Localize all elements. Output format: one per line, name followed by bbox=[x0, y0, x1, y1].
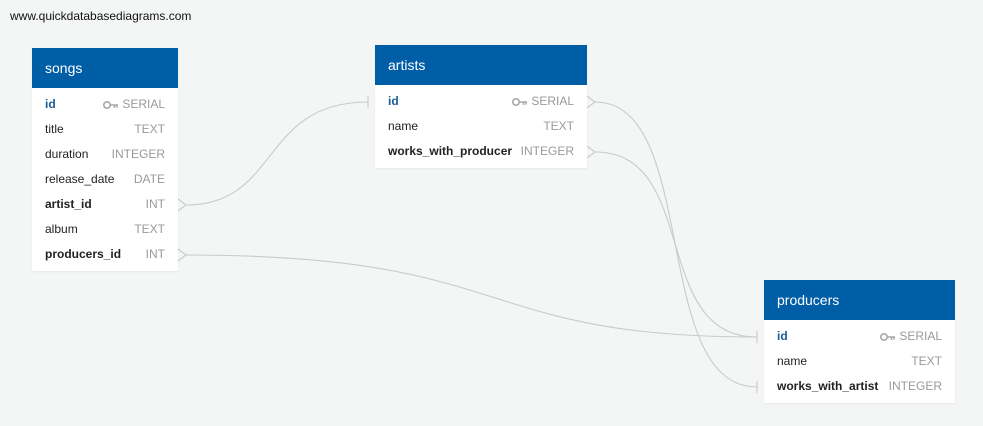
column-type: SERIAL bbox=[899, 329, 942, 343]
column-name: works_with_producer bbox=[388, 144, 513, 158]
column-type: TEXT bbox=[134, 122, 165, 136]
table-row[interactable]: producers_id INT bbox=[32, 242, 178, 267]
column-name: name bbox=[777, 354, 808, 368]
table-row[interactable]: name TEXT bbox=[375, 114, 587, 139]
column-type: SERIAL bbox=[531, 94, 574, 108]
column-type: INT bbox=[145, 197, 165, 211]
column-name: title bbox=[45, 122, 64, 136]
column-name: id bbox=[388, 94, 399, 108]
table-artists[interactable]: artists id SERIAL name TEXT works_with_p… bbox=[375, 45, 587, 168]
column-type: INTEGER bbox=[520, 144, 574, 158]
key-icon bbox=[103, 101, 118, 109]
column-type: TEXT bbox=[134, 222, 165, 236]
column-type: INT bbox=[145, 247, 165, 261]
table-row[interactable]: title TEXT bbox=[32, 117, 178, 142]
connector-artists-works-with-producer-to-producers-id bbox=[586, 145, 758, 338]
column-name: producers_id bbox=[45, 247, 122, 261]
table-row[interactable]: artist_id INT bbox=[32, 192, 178, 217]
table-producers-title[interactable]: producers bbox=[764, 280, 955, 320]
column-type: SERIAL bbox=[122, 97, 165, 111]
column-type: INTEGER bbox=[111, 147, 165, 161]
column-name: id bbox=[777, 329, 788, 343]
table-row[interactable]: id SERIAL bbox=[764, 324, 955, 349]
column-type: DATE bbox=[133, 172, 165, 186]
table-row[interactable]: works_with_producer INTEGER bbox=[375, 139, 587, 164]
table-row[interactable]: release_date DATE bbox=[32, 167, 178, 192]
column-name: works_with_artist bbox=[777, 379, 879, 393]
table-row[interactable]: name TEXT bbox=[764, 349, 955, 374]
column-name: name bbox=[388, 119, 419, 133]
column-type: INTEGER bbox=[888, 379, 942, 393]
column-type: TEXT bbox=[911, 354, 942, 368]
table-songs[interactable]: songs id SERIAL title TEXT duration INTE… bbox=[32, 48, 178, 271]
connector-songs-producers-id-to-producers-id bbox=[177, 248, 758, 343]
column-name: id bbox=[45, 97, 56, 111]
column-name: album bbox=[45, 222, 78, 236]
connector-artists-id-to-producers-works-with-artist bbox=[586, 95, 758, 393]
column-name: artist_id bbox=[45, 197, 92, 211]
table-row[interactable]: album TEXT bbox=[32, 217, 178, 242]
column-type: TEXT bbox=[543, 119, 574, 133]
table-songs-title[interactable]: songs bbox=[32, 48, 178, 88]
table-row[interactable]: id SERIAL bbox=[32, 92, 178, 117]
table-row[interactable]: id SERIAL bbox=[375, 89, 587, 114]
table-artists-title[interactable]: artists bbox=[375, 45, 587, 85]
site-url[interactable]: www.quickdatabasediagrams.com bbox=[10, 9, 192, 23]
column-name: duration bbox=[45, 147, 89, 161]
column-name: release_date bbox=[45, 172, 115, 186]
connector-songs-artist-id-to-artists-id bbox=[177, 96, 369, 212]
key-icon bbox=[880, 333, 895, 341]
table-row[interactable]: duration INTEGER bbox=[32, 142, 178, 167]
key-icon bbox=[512, 98, 527, 106]
table-row[interactable]: works_with_artist INTEGER bbox=[764, 374, 955, 399]
table-producers[interactable]: producers id SERIAL name TEXT works_with… bbox=[764, 280, 955, 403]
